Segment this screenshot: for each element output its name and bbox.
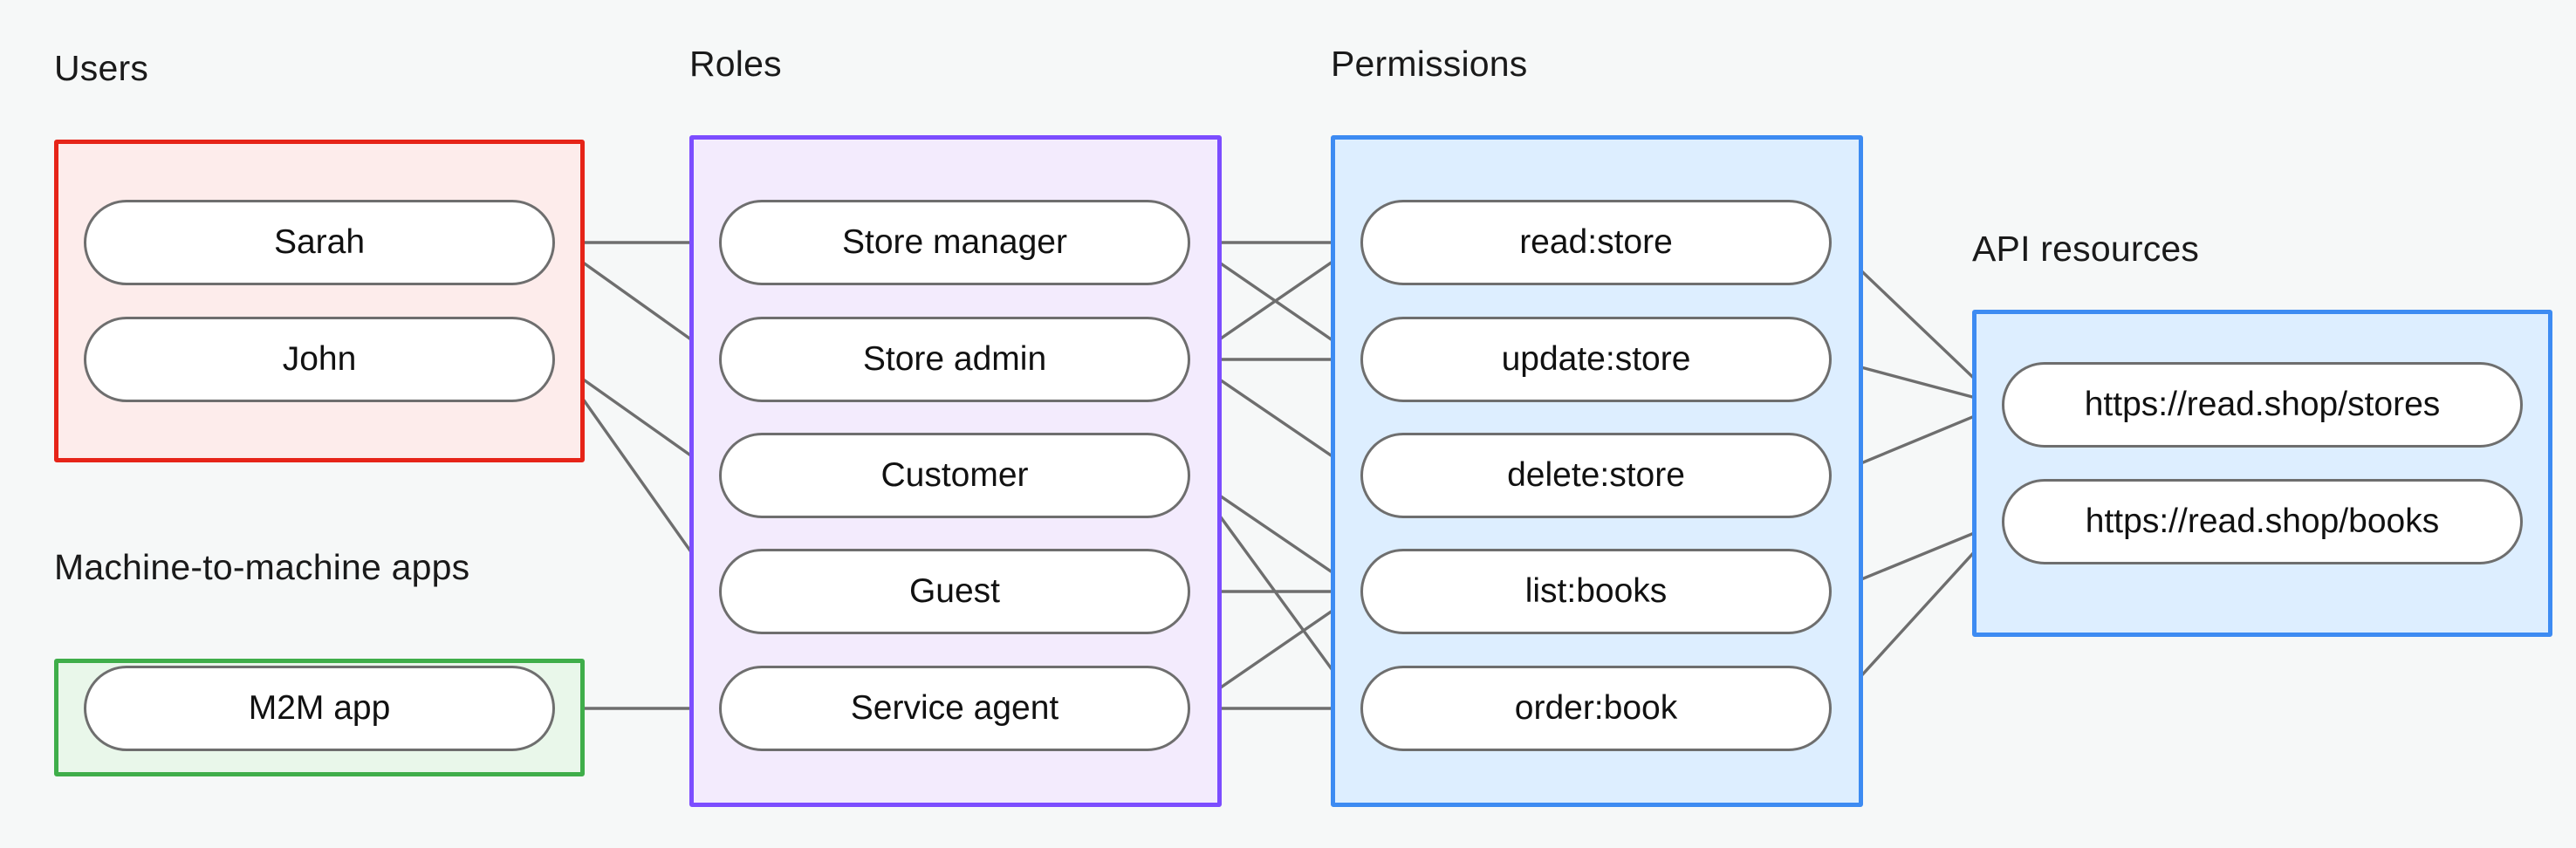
node-list_books[interactable]: list:books [1360, 549, 1832, 634]
node-store_manager[interactable]: Store manager [719, 200, 1190, 285]
node-label-service_agent: Service agent [850, 689, 1059, 727]
group-title-api_resources: API resources [1972, 229, 2200, 269]
group-title-permissions: Permissions [1331, 44, 1528, 84]
node-update_store[interactable]: update:store [1360, 317, 1832, 402]
node-customer[interactable]: Customer [719, 433, 1190, 518]
group-box-api_resources [1972, 310, 2552, 637]
node-label-m2mapp: M2M app [248, 689, 391, 727]
node-store_admin[interactable]: Store admin [719, 317, 1190, 402]
node-label-res_books: https://read.shop/books [2085, 503, 2440, 540]
node-label-guest: Guest [908, 572, 1001, 610]
node-order_book[interactable]: order:book [1360, 666, 1832, 751]
node-label-list_books: list:books [1524, 572, 1668, 610]
node-label-delete_store: delete:store [1507, 456, 1685, 494]
group-title-roles: Roles [689, 44, 782, 84]
node-label-res_stores: https://read.shop/stores [2084, 386, 2441, 423]
node-john[interactable]: John [84, 317, 555, 402]
node-res_stores[interactable]: https://read.shop/stores [2002, 362, 2523, 448]
node-sarah[interactable]: Sarah [84, 200, 555, 285]
group-title-users: Users [54, 48, 149, 88]
node-read_store[interactable]: read:store [1360, 200, 1832, 285]
node-m2mapp[interactable]: M2M app [84, 666, 555, 751]
node-label-sarah: Sarah [273, 223, 366, 261]
node-delete_store[interactable]: delete:store [1360, 433, 1832, 518]
group-title-m2m: Machine-to-machine apps [54, 547, 470, 587]
node-guest[interactable]: Guest [719, 549, 1190, 634]
node-label-store_manager: Store manager [842, 223, 1067, 261]
node-service_agent[interactable]: Service agent [719, 666, 1190, 751]
node-label-read_store: read:store [1519, 223, 1673, 261]
node-label-order_book: order:book [1514, 689, 1678, 727]
node-label-customer: Customer [880, 456, 1029, 494]
group-box-users [54, 140, 585, 462]
node-label-store_admin: Store admin [862, 340, 1047, 378]
node-res_books[interactable]: https://read.shop/books [2002, 479, 2523, 564]
node-label-john: John [282, 340, 357, 378]
node-label-update_store: update:store [1501, 340, 1691, 378]
